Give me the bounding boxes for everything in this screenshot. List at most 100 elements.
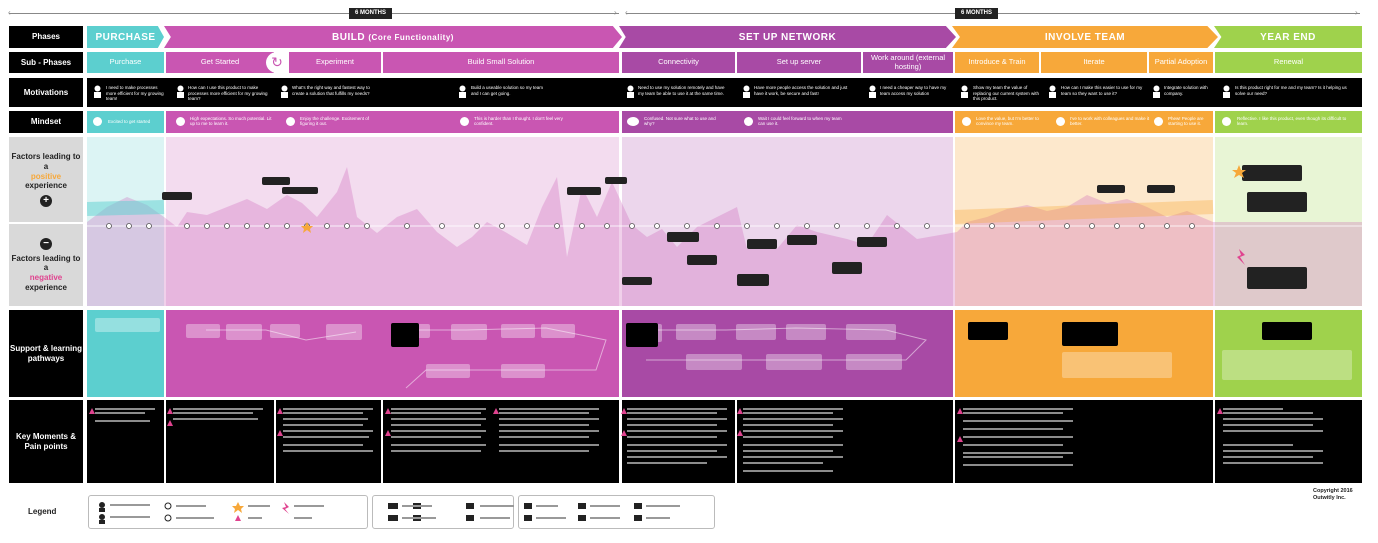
subphase-partial-adoption: Partial Adoption (1149, 52, 1213, 73)
mindset-text: Excited to get started (108, 119, 151, 124)
mindset-text: High expectations. So much potential. Li… (190, 116, 272, 127)
subphase-connectivity: Connectivity (622, 52, 735, 73)
mindset-text: Phew! People are starting to use it. (1168, 116, 1204, 127)
factors-positive-word: positive (30, 171, 62, 181)
row-label-key-moments: Key Moments & Pain points (9, 400, 83, 483)
subphase-renewal: Renewal (1215, 52, 1362, 73)
support-card (95, 318, 160, 332)
phase-team-label: INVOLVE TEAM (1044, 31, 1126, 43)
factors-bg-team (955, 137, 1213, 306)
support-card (1262, 322, 1312, 340)
row-label-subphases: Sub - Phases (9, 52, 83, 73)
timeline-badge-left: 6 MONTHS (349, 8, 393, 19)
user-avatar-icon (742, 85, 751, 98)
mindset-band-build (166, 111, 619, 133)
refresh-icon: ↻ (266, 52, 288, 73)
support-card (968, 322, 1008, 340)
motivation-text: Have more people access the solution and… (754, 85, 848, 96)
user-avatar-icon (1222, 85, 1231, 98)
motivation-text: Show my team the value of replacing our … (973, 85, 1040, 102)
timeline-badge-right: 6 MONTHS (955, 8, 999, 19)
row-label-mindset: Mindset (9, 111, 83, 133)
mindset-text: Confused. Not sure what to use and why? (644, 116, 716, 127)
mindset-band-yearend (1215, 111, 1362, 133)
copyright-line1: Copyright 2016 (1313, 488, 1353, 494)
key-moments-text-lines (89, 408, 1323, 472)
subphase-experiment: Experiment (289, 52, 381, 73)
user-avatar-icon (1048, 85, 1057, 98)
support-card (1222, 350, 1352, 380)
mindset-icon (962, 117, 971, 126)
row-label-phases: Phases (9, 26, 83, 48)
row-label-motivations: Motivations (9, 78, 83, 107)
user-avatar-icon (458, 85, 467, 98)
mindset-text: I've to work with colleagues and make it… (1070, 116, 1150, 127)
arrow-left-icon: ‹ (8, 8, 11, 17)
mindset-icon (627, 117, 639, 126)
legend-box-2 (372, 495, 514, 529)
factors-bg-purchase (87, 137, 164, 306)
mindset-icon (1222, 117, 1231, 126)
arrow-right-icon: › (1355, 8, 1358, 17)
phase-purchase: PURCHASE (87, 26, 164, 48)
factors-negative-lead: Factors leading to a (11, 253, 81, 273)
mindset-icon (1154, 117, 1163, 126)
user-avatar-icon (960, 85, 969, 98)
motivation-text: I need to make processes more efficient … (106, 85, 164, 102)
support-bg-purchase (87, 310, 164, 397)
row-label-factors-negative: − Factors leading to a negative experien… (9, 224, 83, 306)
user-avatar-icon (176, 85, 185, 98)
row-label-factors-positive: Factors leading to a positive experience… (9, 137, 83, 222)
subphase-work-around: Work around (external hosting) (863, 52, 953, 73)
copyright-line2: Outwitly Inc. (1313, 495, 1346, 502)
user-avatar-icon (280, 85, 289, 98)
minus-icon: − (40, 237, 52, 250)
factors-positive-experience: experience (25, 181, 67, 191)
phase-involve-team: INVOLVE TEAM (952, 26, 1218, 48)
phase-build-label: BUILD (332, 31, 366, 43)
mindset-icon (460, 117, 469, 126)
emotion-curve (87, 165, 1362, 306)
user-avatar-icon (1152, 85, 1161, 98)
phase-purchase-label: PURCHASE (95, 31, 156, 43)
arrow-left-icon: ‹ (625, 8, 628, 17)
mindset-text: Reflective. I like this product, even th… (1237, 116, 1347, 127)
factors-positive-lead: Factors leading to a (11, 152, 81, 171)
mindset-icon (744, 117, 753, 126)
factors-negative-experience: experience (25, 282, 67, 292)
motivation-text: What's the right way and fastest way to … (292, 85, 370, 96)
phase-network-label: SET UP NETWORK (738, 31, 837, 43)
copyright: Copyright 2016 Outwitly Inc. (1313, 488, 1353, 502)
motivation-text: Build a useable solution so my team and … (471, 85, 544, 96)
arrow-right-icon: › (614, 8, 617, 17)
phase-build-sub: (Core Functionality) (368, 32, 454, 42)
mindset-text: This is harder than I thought. I don't f… (474, 116, 563, 127)
motivations-band (87, 78, 1362, 107)
user-avatar-icon (868, 85, 877, 98)
motivation-text: How can I use this product to make proce… (188, 85, 268, 102)
subphase-iterate: Iterate (1041, 52, 1147, 73)
factors-bg-network (622, 137, 953, 306)
subphase-get-started: Get Started (166, 52, 274, 73)
support-bg-network (622, 310, 953, 397)
support-card (1062, 352, 1172, 378)
mindset-text: Wait I could feel forward to when my tea… (758, 116, 842, 127)
phase-build: BUILD (Core Functionality) (164, 26, 622, 48)
mindset-icon (1056, 117, 1065, 126)
subphase-purchase: Purchase (87, 52, 164, 73)
row-label-support: Support & learning pathways (9, 310, 83, 397)
mindset-text: Love the value, but I'm better to convin… (976, 116, 1039, 127)
subphase-set-up-server: Set up server (737, 52, 861, 73)
phase-yearend-label: YEAR END (1260, 31, 1316, 43)
motivation-text: Need to use my solution remotely and hav… (638, 85, 725, 96)
mindset-icon (176, 117, 185, 126)
mindset-icon (286, 117, 295, 126)
timeline-line-left (9, 13, 619, 14)
mindset-text: Enjoy the challenge. Excitement of figur… (300, 116, 370, 127)
support-card (1062, 322, 1118, 346)
subphase-introduce-train: Introduce & Train (955, 52, 1039, 73)
mindset-band-purchase (87, 111, 164, 133)
mindset-icon (93, 117, 102, 126)
plus-icon: + (40, 194, 52, 207)
mindset-band-network (622, 111, 953, 133)
